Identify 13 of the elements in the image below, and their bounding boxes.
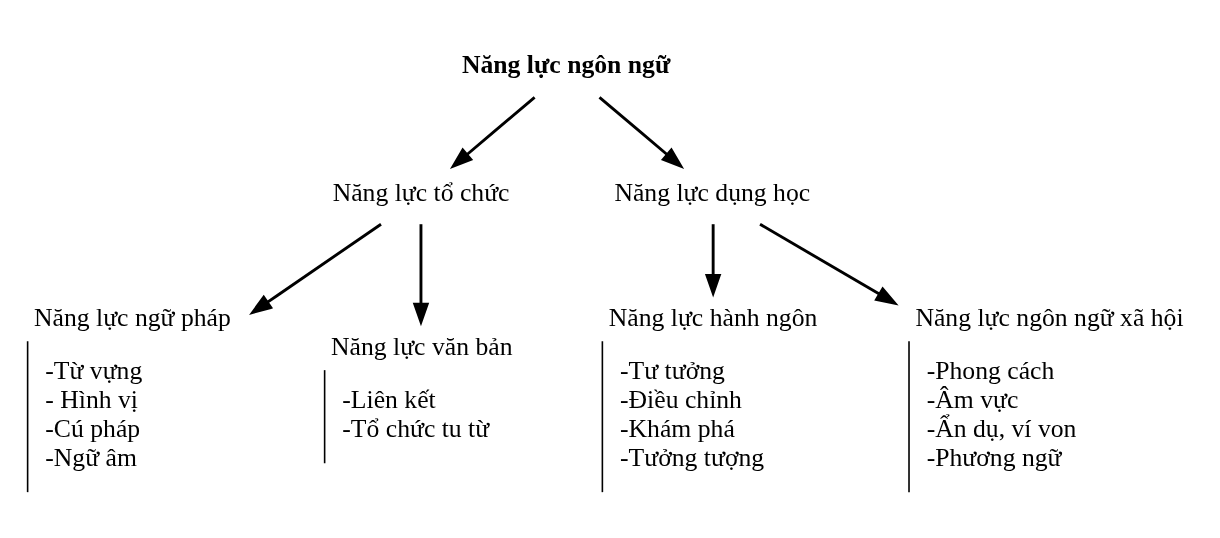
- arrow: [249, 223, 382, 315]
- node-text: Năng lực ngôn ngữ: [461, 49, 671, 79]
- arrow: [759, 222, 899, 306]
- node-text: Năng lực hành ngôn -Tư tưởng -Điều chỉnh -Khám phá -Tưởng tượng: [608, 303, 818, 473]
- node-text: Năng lực tổ chức: [332, 178, 510, 208]
- arrow: [412, 224, 430, 327]
- arrow: [598, 96, 685, 169]
- node-text: Năng lực dụng học: [614, 178, 811, 208]
- arrow: [449, 96, 536, 169]
- arrow: [704, 224, 722, 298]
- node-text: Năng lực văn bản -Liên kết -Tổ chức tu từ: [331, 332, 513, 444]
- node-text: Năng lực ngữ pháp -Từ vựng - Hình vị -Cú pháp -Ngữ âm: [34, 303, 231, 473]
- node-text: Năng lực ngôn ngữ xã hội -Phong cách -Âm vực -Ẩn dụ, ví von -Phương ngữ: [915, 303, 1184, 473]
